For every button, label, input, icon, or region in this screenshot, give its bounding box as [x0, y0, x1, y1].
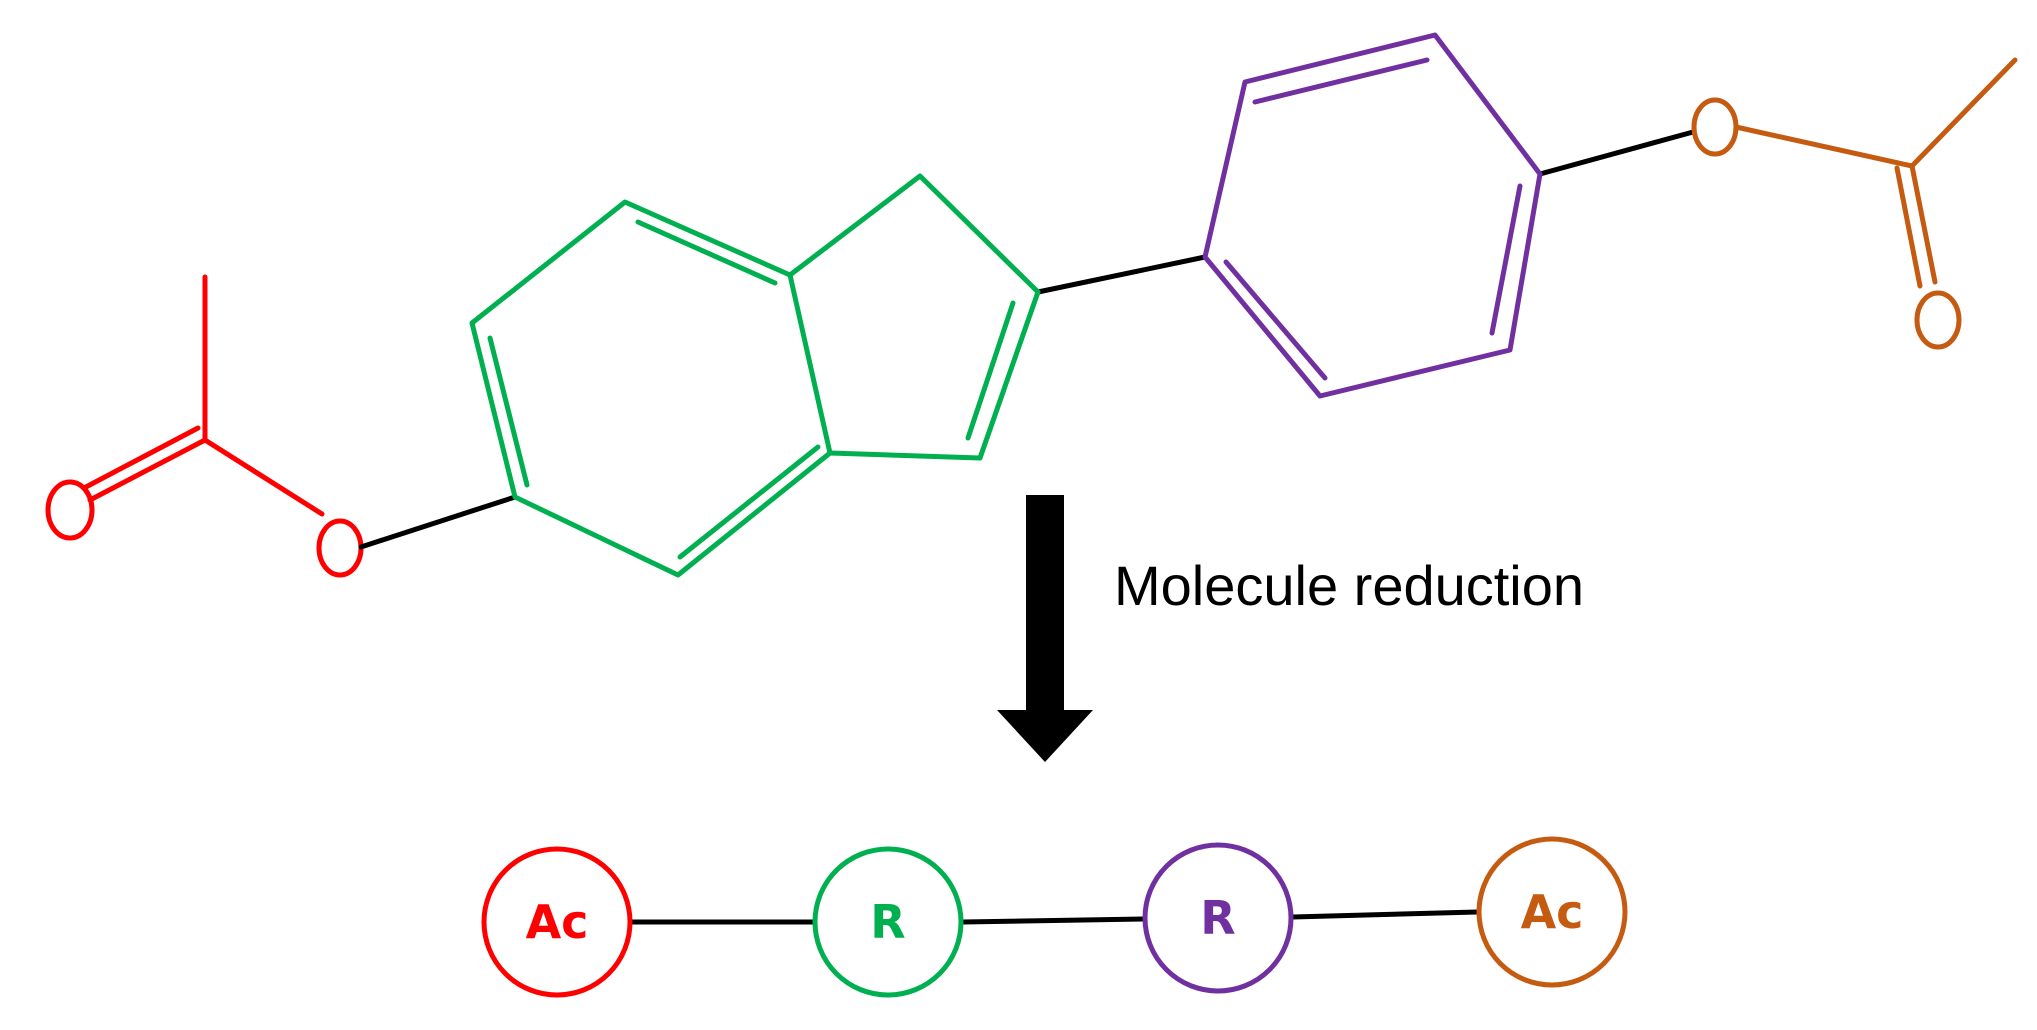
right-methyl-bond — [1909, 57, 2018, 169]
node-circle — [481, 846, 633, 998]
right-carbonyl-double-bond-b — [1894, 165, 1923, 289]
graph-node-r-indene: R — [812, 846, 964, 998]
node-label: R — [870, 895, 905, 949]
node-circle — [1142, 842, 1294, 994]
indene-double-bond-bottom — [677, 444, 821, 560]
bond-indene-to-phenyl — [1035, 254, 1208, 295]
node-label: R — [1200, 891, 1235, 945]
right-acetate-group — [1691, 57, 2018, 350]
right-carbonyl-oxygen — [1914, 290, 1962, 350]
phenyl-double-bond-right — [1489, 183, 1523, 336]
linking-bonds — [358, 129, 1696, 550]
bond-phenyl-to-oxygen — [1537, 129, 1696, 177]
node-circle — [812, 846, 964, 998]
right-ester-oxygen — [1691, 97, 1739, 157]
phenyl-double-bond-left — [1223, 259, 1328, 381]
indene-skeleton — [469, 173, 1041, 578]
arrow-head — [997, 710, 1093, 762]
graph-node-r-phenyl: R — [1142, 842, 1294, 994]
indene-double-bond-five-ring — [965, 300, 1016, 441]
right-carbonyl-double-bond-a — [1909, 163, 1938, 285]
reduced-graph: Ac R R Ac — [481, 836, 1628, 998]
left-ester-bond — [202, 437, 325, 517]
reduction-caption: Molecule reduction — [1114, 554, 1585, 617]
phenyl-double-bond-top — [1252, 57, 1430, 105]
indene-ring — [469, 173, 1041, 578]
phenyl-ring — [1202, 32, 1543, 399]
right-ester-bond — [1733, 124, 1915, 169]
left-acetate-group — [45, 274, 364, 578]
node-label: Ac — [1521, 885, 1584, 939]
node-circle — [1476, 836, 1628, 988]
graph-edge-2 — [962, 916, 1144, 925]
arrow-shaft — [1026, 495, 1064, 710]
left-carbonyl-oxygen — [45, 479, 95, 541]
graph-node-ac-left: Ac — [481, 846, 633, 998]
graph-node-ac-right: Ac — [1476, 836, 1628, 988]
reduction-arrow — [997, 495, 1093, 762]
graph-edge-3 — [1292, 909, 1478, 920]
left-carbonyl-double-bond-a — [87, 437, 208, 503]
left-ester-oxygen — [316, 518, 364, 578]
phenyl-skeleton — [1202, 32, 1543, 399]
bond-oxygen-to-indene — [358, 494, 518, 550]
indene-double-bond-top — [635, 219, 778, 286]
left-carbonyl-double-bond-b — [81, 425, 201, 491]
indene-double-bond-left — [487, 335, 530, 488]
node-label: Ac — [526, 895, 589, 949]
